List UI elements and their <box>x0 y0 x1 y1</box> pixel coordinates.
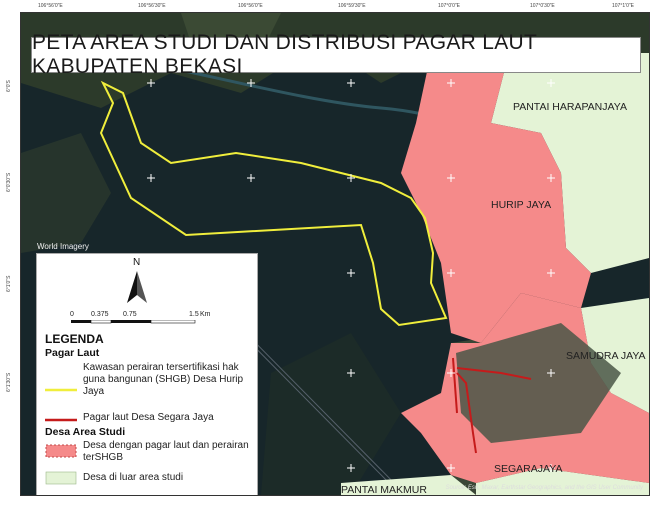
desa-hurip-jaya <box>401 53 591 343</box>
left-tick: 6°0'S <box>6 80 12 92</box>
scale-bar <box>71 320 196 324</box>
map-credit: Source: Esri, Maxar, Earthstar Geographi… <box>445 485 643 491</box>
shgb-line-symbol <box>45 388 77 392</box>
desa-pantai-harapanjaya <box>491 53 649 273</box>
scale-unit: Km <box>200 311 211 318</box>
desa-pantai-makmur <box>341 475 476 495</box>
top-tick: 106°56'0"E <box>38 3 63 9</box>
top-tick: 106°59'30"E <box>338 3 366 9</box>
mangrove-coast <box>21 13 649 108</box>
shgb-boundary <box>99 80 448 327</box>
map-title: PETA AREA STUDI DAN DISTRIBUSI PAGAR LAU… <box>32 31 537 78</box>
left-tick: 6°1'0"S <box>6 275 12 292</box>
segarajaya-farmland <box>456 323 621 443</box>
legend-panel: N 0 0.375 0.75 1.5 Km LEGENDA Pagar Laut… <box>36 253 258 495</box>
desa-outside <box>476 468 649 495</box>
top-tick: 107°0'0"E <box>438 3 460 9</box>
scale-label: 0.375 <box>91 311 109 318</box>
desa-outside-symbol <box>45 471 77 485</box>
legend-group-desa: Desa Area Studi <box>45 426 126 438</box>
label-pantai-makmur: PANTAI MAKMUR <box>341 484 427 496</box>
pagar-laut-line <box>452 357 532 454</box>
label-hurip-jaya: HURIP JAYA <box>491 199 552 211</box>
map-frame[interactable]: PETA AREA STUDI DAN DISTRIBUSI PAGAR LAU… <box>20 12 650 496</box>
legend-title: LEGENDA <box>45 332 104 346</box>
top-tick: 106°56'30"E <box>138 3 166 9</box>
legend-item-shgb: Kawasan perairan tersertifikasi hak guna… <box>83 362 244 397</box>
left-tick: 6°0'30"S <box>6 172 12 192</box>
scale-label: 1.5 <box>189 311 199 318</box>
legend-group-pagar-laut: Pagar Laut <box>45 347 100 359</box>
legend-item-desa: Desa dengan pagar laut dan perairan terS… <box>83 440 249 463</box>
top-tick: 107°1'0"E <box>612 3 634 9</box>
left-tick: 6°1'30"S <box>6 372 12 392</box>
desa-samudra-jaya <box>581 298 649 413</box>
label-pantai-harapanjaya: PANTAI HARAPANJAYA <box>513 101 627 113</box>
desa-study-symbol <box>45 444 77 458</box>
scale-label: 0.75 <box>123 311 137 318</box>
label-samudra-jaya: SAMUDRA JAYA <box>566 350 646 362</box>
top-tick: 107°0'30"E <box>530 3 555 9</box>
basemap-label: World Imagery <box>37 242 89 251</box>
label-segarajaya: SEGARAJAYA <box>494 463 563 475</box>
scale-label: 0 <box>70 311 74 318</box>
legend-item-luar: Desa di luar area studi <box>83 472 184 483</box>
map-title-box: PETA AREA STUDI DAN DISTRIBUSI PAGAR LAU… <box>31 31 641 78</box>
fence-line-symbol <box>45 418 77 422</box>
top-tick: 106°56'0"E <box>238 3 263 9</box>
north-arrow-icon <box>127 271 147 303</box>
north-label: N <box>133 257 141 268</box>
coastal-shoal <box>21 133 111 253</box>
legend-item-fence: Pagar laut Desa Segara Jaya <box>83 412 214 423</box>
